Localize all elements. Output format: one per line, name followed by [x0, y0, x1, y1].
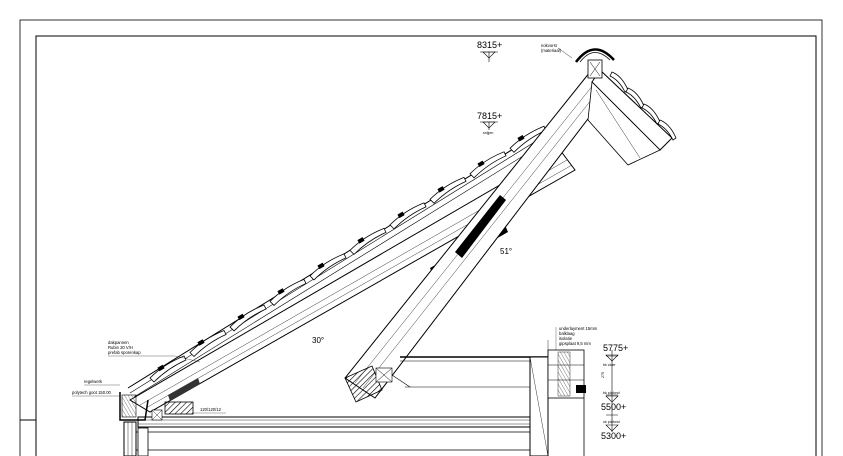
level-marker-5775: 5775+ bk vloer: [603, 343, 628, 367]
roof-tile: [657, 119, 677, 141]
ridge-right-slope: [587, 69, 677, 166]
dimension-text: 275: [601, 372, 605, 378]
tile-clip: [397, 211, 405, 219]
angle-label-upper: 51°: [500, 247, 512, 256]
level-sublabel: snijpm: [483, 131, 493, 135]
level-label: 5500+: [601, 402, 626, 412]
tile-clip: [477, 160, 485, 168]
level-sublabel: bk plafond: [603, 391, 620, 395]
roof-tile: [309, 253, 347, 281]
rafter-foot-block: [344, 365, 383, 403]
floor-structure: [130, 401, 534, 451]
tile-clip: [237, 313, 245, 321]
level-label: 5775+: [603, 343, 628, 353]
tile-clip: [357, 237, 365, 244]
annotation-line: isolatie: [559, 336, 573, 341]
annotation-line: 120/120/12: [200, 407, 222, 412]
eaves-gutter: [119, 392, 163, 456]
annotation-line: polytech goot 150.00: [72, 390, 112, 395]
level-marker-5300: ok plafond 5300+: [601, 420, 626, 441]
roof-tile: [349, 227, 387, 255]
beam-section: [164, 401, 194, 415]
dimension-line-right: 275: [601, 350, 618, 432]
roof-tiles-lower: [127, 100, 587, 398]
tile-clip: [157, 364, 165, 372]
annotation-line: (materiaal): [541, 48, 562, 53]
annotation-line: Rubin 20 V/H: [108, 345, 133, 350]
annotation-line: prefab sporenkap: [108, 350, 141, 355]
level-marker-8315: 8315+: [477, 40, 502, 62]
annotation-line: underlayment 15mm: [559, 326, 598, 331]
ridge-cap: [557, 47, 615, 79]
annotation-line: nokvorst: [541, 43, 558, 48]
annotation-line: gipsplaat 9,5 mm: [559, 341, 591, 346]
level-sublabel: bk vloer: [603, 363, 616, 367]
tile-clip: [277, 288, 285, 295]
tile-clip: [437, 186, 445, 193]
upper-rafter: [344, 71, 611, 403]
outer-sheet-border: [19, 19, 823, 456]
annotation-ridge: nokvorst (materiaal): [541, 43, 562, 53]
level-sublabel: ok plafond: [603, 420, 620, 424]
annotation-line: balklaag: [559, 331, 575, 336]
inner-sheet-border: [35, 35, 817, 456]
roof-tile: [641, 103, 661, 125]
level-label: 7815+: [477, 111, 502, 121]
annotation-eave: dakpannen Rubin 20 V/H prefab sporenkap: [108, 340, 201, 363]
roof-tile: [625, 87, 645, 109]
tile-clip: [517, 135, 525, 142]
annotation-floor: underlayment 15mm balklaag isolatie gips…: [555, 326, 598, 350]
level-marker-5500: bk plafond 5500+: [601, 391, 626, 412]
right-wall-structure: [391, 340, 586, 456]
roof-tile: [609, 71, 629, 93]
angle-label-lower: 30°: [312, 336, 324, 345]
tile-clip: [197, 339, 205, 346]
annotation-line: regelwerk: [84, 379, 103, 384]
annotation-gutter: regelwerk polytech goot 150.00: [72, 379, 120, 397]
level-label: 5300+: [601, 431, 626, 441]
annotation-line: dakpannen: [108, 340, 129, 345]
tile-clip: [317, 262, 325, 270]
level-label: 8315+: [477, 40, 502, 50]
roof-tile: [429, 176, 467, 204]
roof-tile: [389, 202, 427, 230]
level-marker-7815: 7815+ snijpm: [477, 111, 502, 135]
annotation-beam: 120/120/12: [193, 407, 226, 414]
roof-tile: [469, 151, 507, 179]
